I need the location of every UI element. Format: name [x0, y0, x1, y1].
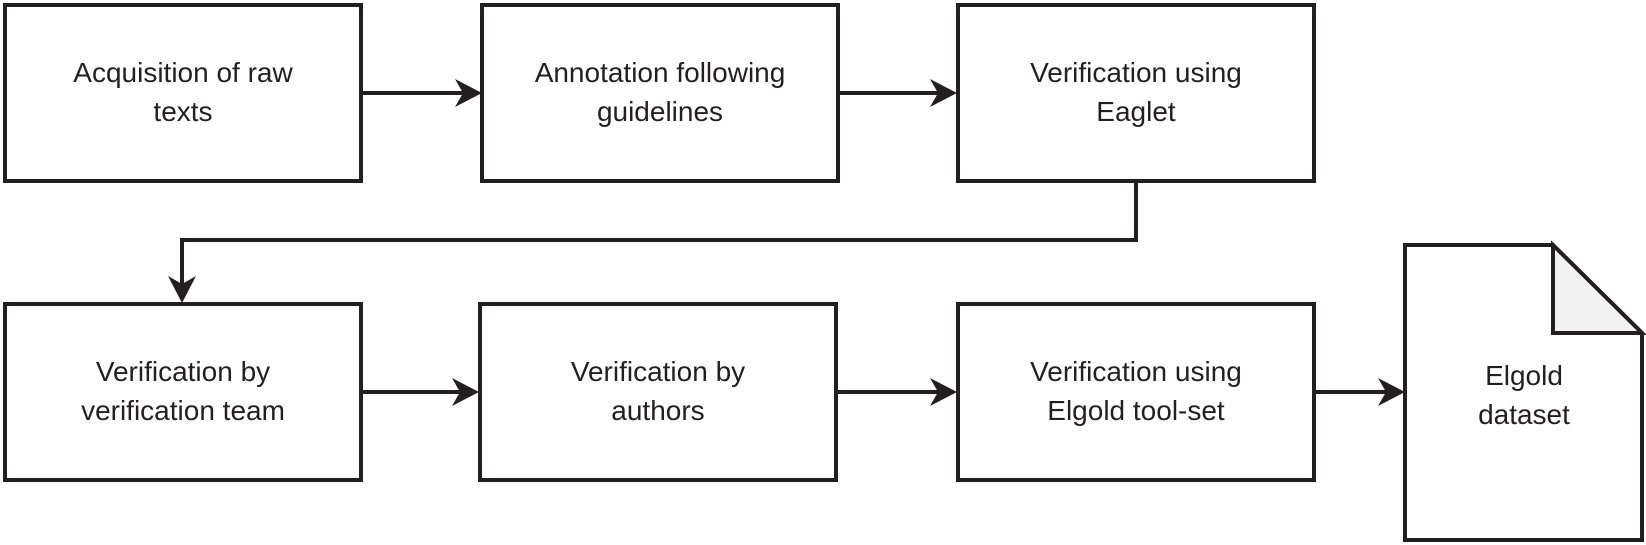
node-verification-team: Verification by verification team — [3, 302, 363, 482]
node-verification-eaglet-label: Verification using Eaglet — [1030, 57, 1242, 127]
edge-authors-toolset — [837, 378, 957, 406]
edge-toolset-document — [1315, 378, 1405, 406]
node-output-document: Elgold dataset — [1405, 250, 1643, 542]
node-output-document-label: Elgold dataset — [1478, 360, 1570, 430]
node-verification-authors: Verification by authors — [478, 302, 838, 482]
edge-annotation-eaglet — [839, 79, 957, 107]
node-annotation: Annotation following guidelines — [480, 3, 840, 183]
node-verification-authors-label: Verification by authors — [570, 356, 746, 426]
node-acquisition-label: Acquisition of raw texts — [73, 57, 293, 127]
node-verification-team-label: Verification by verification team — [81, 356, 285, 426]
edge-acquisition-annotation — [362, 79, 482, 107]
node-verification-eaglet: Verification using Eaglet — [956, 3, 1316, 183]
edge-team-authors — [362, 378, 479, 406]
node-annotation-label: Annotation following guidelines — [534, 57, 786, 127]
node-verification-toolset: Verification using Elgold tool-set — [956, 302, 1316, 482]
node-acquisition: Acquisition of raw texts — [3, 3, 363, 183]
document-shape — [1403, 240, 1646, 542]
node-verification-toolset-label: Verification using Elgold tool-set — [1030, 356, 1242, 426]
document-fold-corner — [1551, 240, 1646, 335]
edge-eaglet-team — [168, 182, 1138, 303]
